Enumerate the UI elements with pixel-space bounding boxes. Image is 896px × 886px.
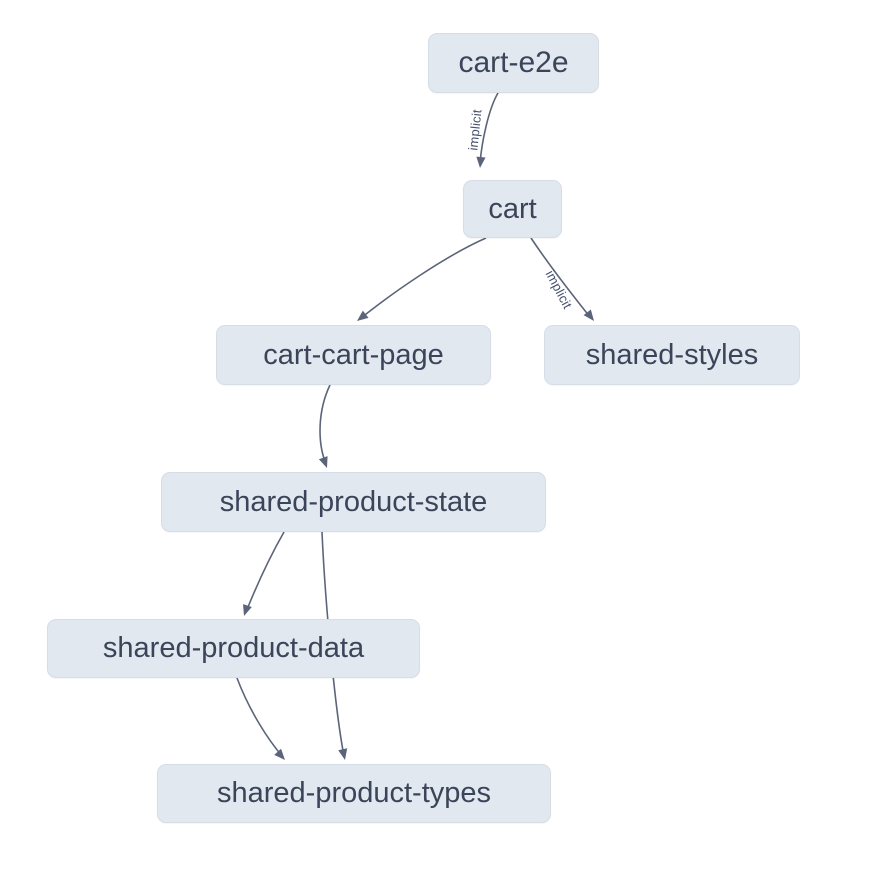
edge-path — [479, 92, 499, 164]
edge-arrowhead — [274, 748, 285, 760]
graph-node-shared-product-state[interactable]: shared-product-state — [161, 472, 546, 532]
graph-node-label: shared-product-data — [102, 632, 365, 664]
graph-node-label: shared-product-state — [219, 485, 488, 518]
edge-arrowhead — [318, 456, 328, 468]
edge-arrowhead — [243, 604, 252, 616]
edge-arrowhead — [357, 310, 369, 321]
graph-node-shared-product-types[interactable]: shared-product-types — [157, 764, 551, 823]
graph-node-shared-styles[interactable]: shared-styles — [544, 325, 800, 385]
edge-arrowhead — [338, 748, 348, 760]
edge-path — [236, 677, 284, 758]
edge-arrowhead — [583, 309, 594, 321]
edge-path — [360, 237, 487, 319]
edge-path — [245, 531, 285, 613]
graph-node-label: cart — [488, 192, 537, 225]
edge-path — [319, 384, 331, 465]
edge-arrowhead — [476, 156, 486, 168]
graph-node-label: shared-styles — [585, 338, 759, 371]
graph-node-cart[interactable]: cart — [463, 180, 562, 238]
graph-node-label: shared-product-types — [216, 777, 492, 809]
edge-path — [530, 237, 591, 318]
graph-node-label: cart-cart-page — [263, 338, 444, 371]
graph-node-cart-e2e[interactable]: cart-e2e — [428, 33, 599, 93]
graph-node-label: cart-e2e — [458, 46, 569, 79]
graph-node-shared-product-data[interactable]: shared-product-data — [47, 619, 420, 678]
edge-label-cart-to-shared-styles: implicit — [543, 268, 576, 312]
edge-label-cart-e2e-to-cart: implicit — [465, 108, 484, 151]
graph-node-cart-cart-page[interactable]: cart-cart-page — [216, 325, 491, 385]
